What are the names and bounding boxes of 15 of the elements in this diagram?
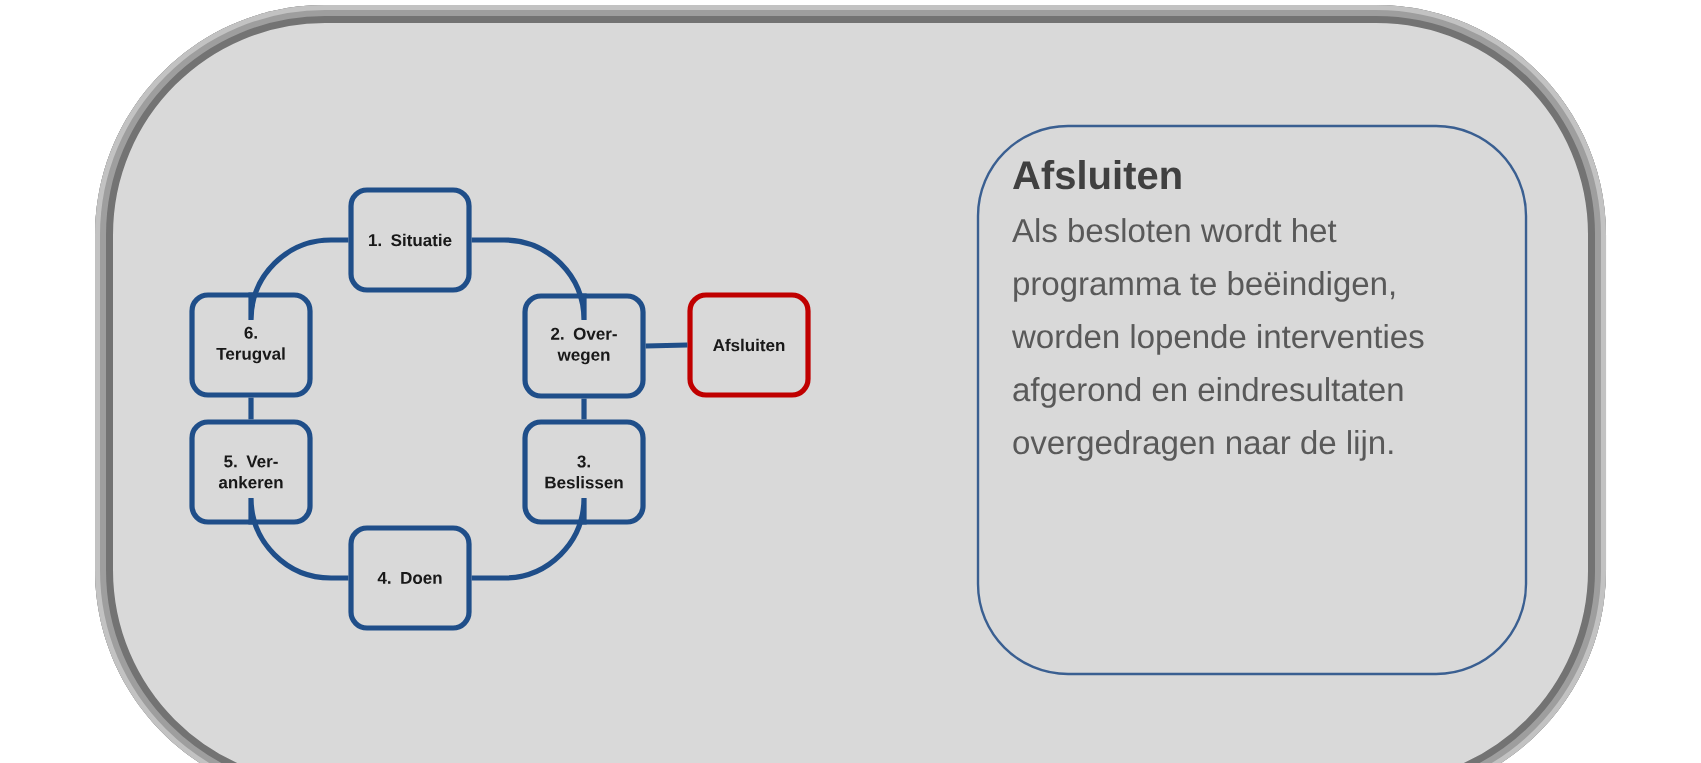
step-box: 3. Beslissen [522, 419, 646, 525]
step-box: 2. Over- wegen [522, 293, 646, 399]
step-box: Afsluiten [687, 292, 811, 398]
connector-line [471, 237, 587, 323]
connector-line [248, 495, 349, 581]
connector-line [248, 237, 349, 323]
connector-line [581, 398, 587, 420]
connector-line [471, 495, 587, 581]
step-box: 6. Terugval [189, 292, 313, 398]
step-box: 5. Ver- ankeren [189, 419, 313, 525]
text-panel: Afsluiten Als besloten wordt het programma te beëindigen, worden lopende interventies afgerond en eindresultaten overgedragen naar de lijn. [976, 124, 1528, 676]
connector-line [645, 342, 688, 349]
connector-line [248, 397, 254, 420]
step-box: 1. Situatie [348, 187, 472, 293]
step-box: 4. Doen [348, 525, 472, 631]
